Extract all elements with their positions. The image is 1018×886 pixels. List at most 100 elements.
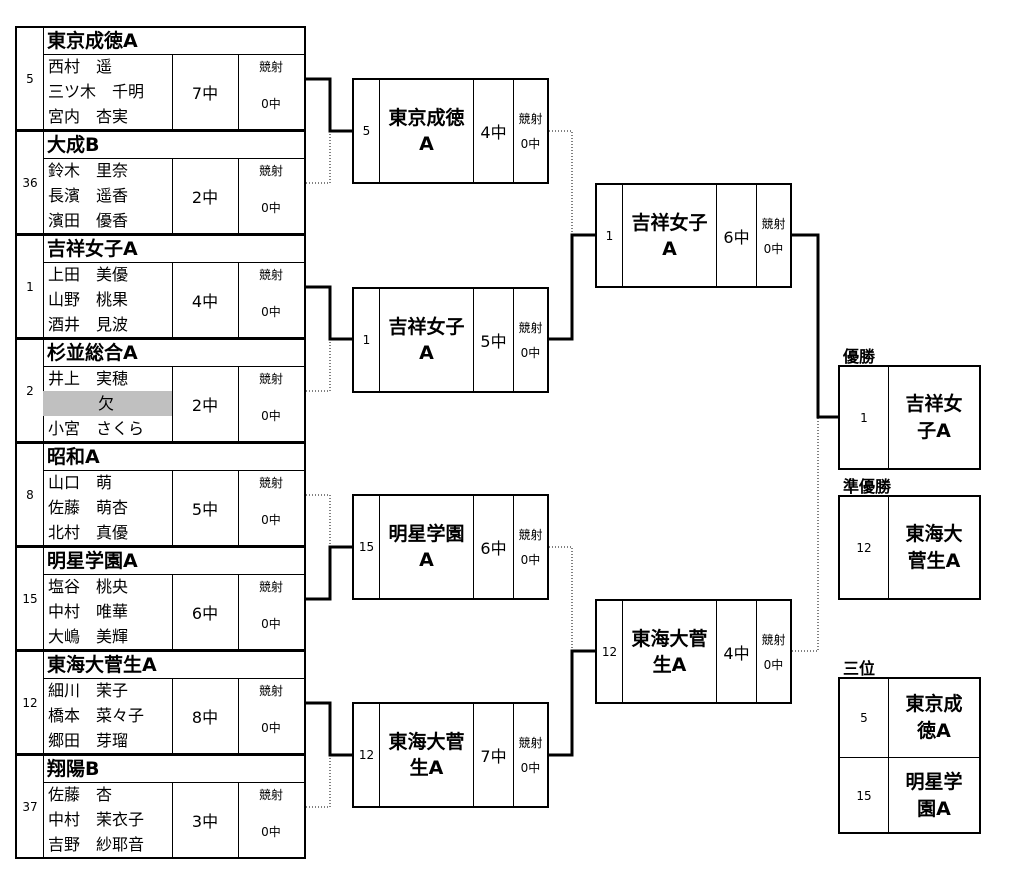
winner-line xyxy=(549,649,595,757)
kyosha-label: 競射 xyxy=(258,788,283,802)
score: 7中 xyxy=(172,54,239,129)
member-name: 大嶋 美輝 xyxy=(48,627,129,646)
team-name: 明星学園A xyxy=(380,496,474,598)
kyosha-score: 0中 xyxy=(763,657,784,672)
winner-line xyxy=(306,701,352,757)
kyosha-score: 0中 xyxy=(520,761,541,775)
seed: 15 xyxy=(354,496,380,598)
loser-line xyxy=(549,546,573,651)
kyosha-label: 競射 xyxy=(518,528,543,542)
kyosha-score: 0中 xyxy=(520,137,541,151)
team-block: 2 杉並総合A 井上 実穂欠小宮 さくら 2中 競射 0中 xyxy=(15,338,306,443)
member-name: 山口 萌 xyxy=(48,473,113,492)
seed: 12 xyxy=(597,601,623,702)
score: 6中 xyxy=(717,185,757,286)
team-name: 東京成徳A xyxy=(905,693,963,742)
member-name: 北村 真優 xyxy=(48,523,129,542)
kyosha-score: 0中 xyxy=(261,97,281,111)
team-name: 明星学園A xyxy=(43,548,304,575)
member-name: 濱田 優香 xyxy=(48,211,129,230)
team-name: 東京成徳A xyxy=(43,28,304,55)
kyosha-score: 0中 xyxy=(261,825,281,839)
kyosha-score: 0中 xyxy=(261,513,281,527)
member-name: 橋本 菜々子 xyxy=(48,706,145,725)
member-name: 上田 美優 xyxy=(48,265,129,284)
member-name: 三ツ木 千明 xyxy=(48,82,145,101)
score: 4中 xyxy=(172,262,239,337)
member-name: 宮内 杏実 xyxy=(48,107,129,126)
kyosha-label: 競射 xyxy=(258,372,283,386)
winner-line xyxy=(306,545,352,601)
member-name: 細川 茉子 xyxy=(48,681,129,700)
team-name: 東海大菅生A xyxy=(43,652,304,679)
members-list: 佐藤 杏中村 茉衣子吉野 紗耶音 xyxy=(43,782,173,857)
member-name: 塩谷 桃央 xyxy=(48,577,129,596)
loser-line xyxy=(306,131,331,184)
kyosha-score: 0中 xyxy=(261,409,281,423)
seed: 5 xyxy=(354,80,380,182)
kyosha-label: 競射 xyxy=(761,632,786,647)
seed: 1 xyxy=(354,289,380,391)
score: 6中 xyxy=(172,574,239,649)
team-name: 東京成徳A xyxy=(380,80,474,182)
runner-up-box: 12 東海大菅生A xyxy=(838,495,981,600)
kyosha-label: 競射 xyxy=(258,268,283,282)
kyosha-score: 0中 xyxy=(520,346,541,360)
score: 2中 xyxy=(172,366,239,441)
seed: 5 xyxy=(17,28,44,129)
seed: 37 xyxy=(17,756,44,857)
loser-line xyxy=(306,755,331,808)
seed: 15 xyxy=(17,548,44,649)
seed: 1 xyxy=(597,185,623,286)
winner-line xyxy=(792,233,838,419)
member-name: 長濱 遥香 xyxy=(48,186,129,205)
member-name: 中村 唯華 xyxy=(48,602,129,621)
team-name: 明星学園A xyxy=(905,771,963,820)
member-name: 佐藤 杏 xyxy=(48,785,113,804)
loser-line xyxy=(306,494,331,547)
score: 4中 xyxy=(474,80,514,182)
member-name: 西村 遥 xyxy=(48,57,113,76)
kyosha-score: 0中 xyxy=(261,721,281,735)
kyosha-label: 競射 xyxy=(258,476,283,490)
member-name: 井上 実穂 xyxy=(48,369,129,388)
kyosha-score: 0中 xyxy=(261,201,281,215)
members-list: 井上 実穂欠小宮 さくら xyxy=(43,366,173,441)
match-box: 15 明星学園A 6中 競射 0中 xyxy=(352,494,549,600)
members-list: 山口 萌佐藤 萌杏北村 真優 xyxy=(43,470,173,545)
kyosha-label: 競射 xyxy=(518,321,543,335)
team-block: 12 東海大菅生A 細川 茉子橋本 菜々子郷田 芽瑠 8中 競射 0中 xyxy=(15,650,306,755)
score: 6中 xyxy=(474,496,514,598)
seed: 12 xyxy=(354,704,380,806)
seed: 12 xyxy=(17,652,44,753)
winner-line xyxy=(306,77,352,133)
seed: 12 xyxy=(840,497,889,598)
team-name: 吉祥女子A xyxy=(623,185,717,286)
champion-label: 優勝 xyxy=(843,347,876,366)
team-name: 昭和A xyxy=(43,444,304,471)
score: 3中 xyxy=(172,782,239,857)
score: 4中 xyxy=(717,601,757,702)
team-block: 15 明星学園A 塩谷 桃央中村 唯華大嶋 美輝 6中 競射 0中 xyxy=(15,546,306,651)
score: 7中 xyxy=(474,704,514,806)
member-name: 佐藤 萌杏 xyxy=(48,498,129,517)
team-block: 37 翔陽B 佐藤 杏中村 茉衣子吉野 紗耶音 3中 競射 0中 xyxy=(15,754,306,859)
team-name: 大成B xyxy=(43,132,304,159)
kyosha-label: 競射 xyxy=(761,216,786,231)
kyosha-label: 競射 xyxy=(258,580,283,594)
kyosha-score: 0中 xyxy=(261,617,281,631)
score: 5中 xyxy=(172,470,239,545)
kyosha-score: 0中 xyxy=(520,553,541,567)
team-block: 8 昭和A 山口 萌佐藤 萌杏北村 真優 5中 競射 0中 xyxy=(15,442,306,547)
score: 8中 xyxy=(172,678,239,753)
winner-line xyxy=(306,285,352,341)
team-name: 吉祥女子A xyxy=(905,392,963,442)
kyosha-label: 競射 xyxy=(258,164,283,178)
team-name: 東海大菅生A xyxy=(380,704,474,806)
team-name: 東海大菅生A xyxy=(905,522,963,572)
loser-line xyxy=(792,417,819,652)
